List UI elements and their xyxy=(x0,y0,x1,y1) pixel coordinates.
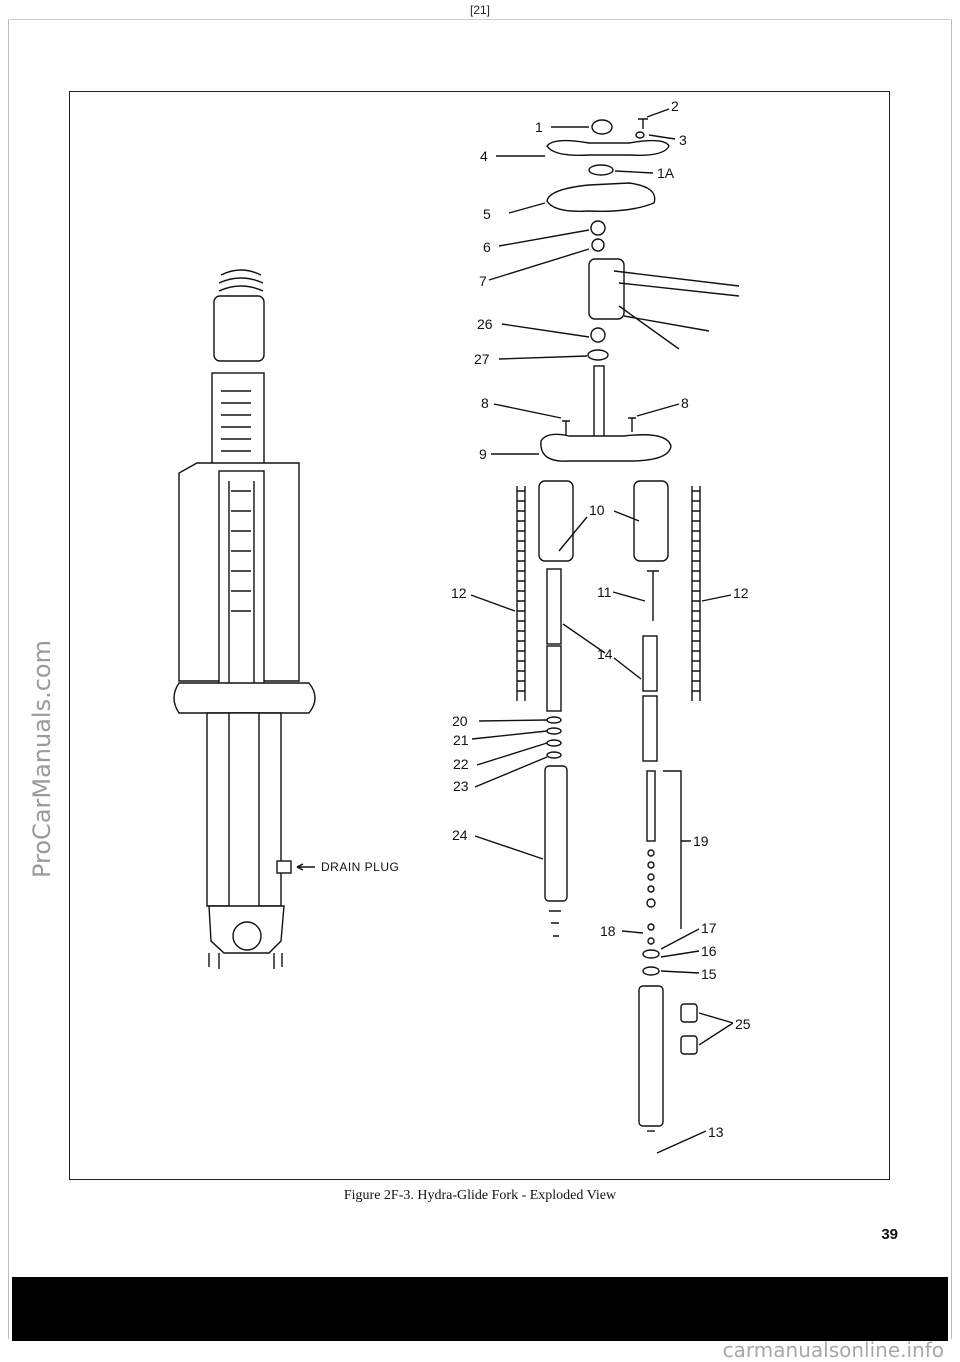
part-label-21: 21 xyxy=(453,732,469,748)
left-watermark: ProCarManuals.com xyxy=(28,640,56,879)
part-label-26: 26 xyxy=(477,316,493,332)
figure-caption: Figure 2F-3. Hydra-Glide Fork - Exploded… xyxy=(343,1188,617,1203)
part-label-8-left: 8 xyxy=(481,395,489,411)
part-label-11: 11 xyxy=(597,584,612,600)
leader-lines xyxy=(470,108,734,1154)
drain-plug-arrow xyxy=(296,863,315,871)
right-border xyxy=(951,19,952,1339)
part-label-24: 24 xyxy=(452,827,468,843)
fork-exploded-view-figure: DRAIN PLUG xyxy=(173,98,751,1154)
part-label-20: 20 xyxy=(452,713,468,729)
part-label-3: 3 xyxy=(679,132,687,148)
part-label-17: 17 xyxy=(701,920,717,936)
part-label-25: 25 xyxy=(735,1016,751,1032)
part-label-23: 23 xyxy=(453,778,469,794)
footer-black-bar xyxy=(12,1277,948,1341)
drain-plug-label: DRAIN PLUG xyxy=(321,860,399,874)
part-label-7: 7 xyxy=(479,273,487,289)
top-border xyxy=(10,19,950,20)
part-label-1: 1 xyxy=(535,119,543,135)
left-border xyxy=(8,19,9,1339)
part-label-2: 2 xyxy=(671,98,679,114)
part-label-27: 27 xyxy=(474,351,490,367)
part-label-8-right: 8 xyxy=(681,395,689,411)
part-label-9: 9 xyxy=(479,446,487,462)
part-label-22: 22 xyxy=(453,756,469,772)
part-label-12-right: 12 xyxy=(733,585,749,601)
part-label-19: 19 xyxy=(693,833,709,849)
page-number: 39 xyxy=(881,1226,898,1243)
part-label-13: 13 xyxy=(708,1124,724,1140)
part-label-15: 15 xyxy=(701,966,717,982)
page-reference: [21] xyxy=(469,3,490,17)
part-label-6: 6 xyxy=(483,239,491,255)
exploded-parts-drawing xyxy=(516,118,740,1132)
part-label-10: 10 xyxy=(589,502,605,518)
part-label-5: 5 xyxy=(483,206,491,222)
cutaway-fork-drawing xyxy=(173,269,316,969)
part-label-14: 14 xyxy=(597,646,613,662)
bottom-watermark: carmanualsonline.info xyxy=(722,1338,944,1362)
part-label-1a: 1A xyxy=(657,165,675,181)
part-label-18: 18 xyxy=(600,923,616,939)
part-label-4: 4 xyxy=(480,148,488,164)
figure-frame xyxy=(69,91,890,1180)
part-label-16: 16 xyxy=(701,943,717,959)
part-label-12-left: 12 xyxy=(451,585,467,601)
